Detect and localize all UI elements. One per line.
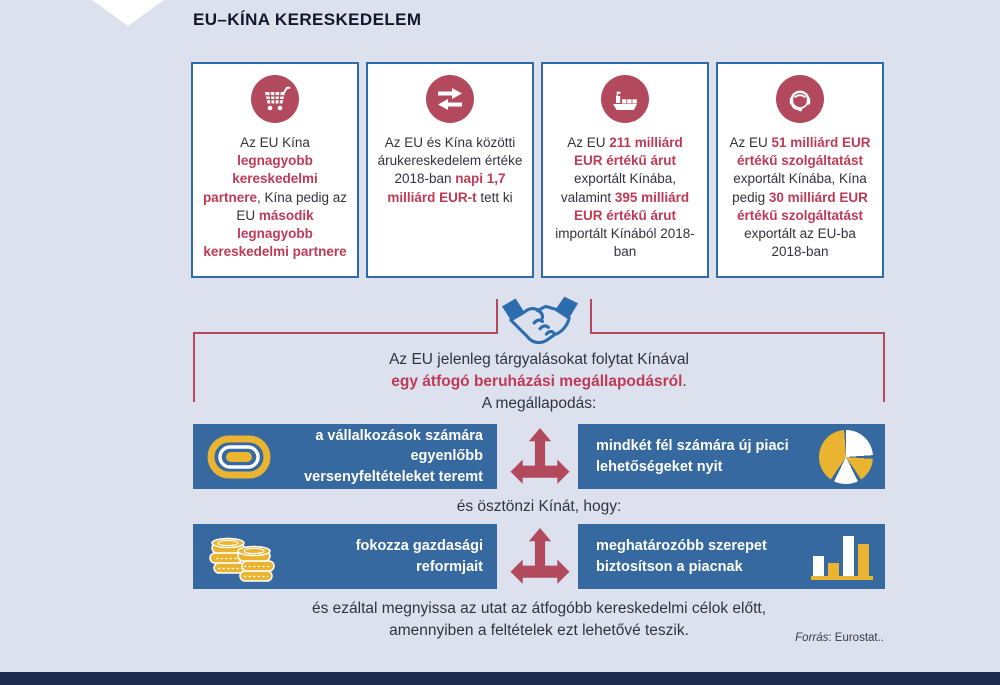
page-title: EU–KÍNA KERESKEDELEM [193, 10, 422, 29]
exchange-arrows-icon [426, 75, 474, 123]
benefit-text: fokozza gazdasági reformjait [355, 538, 483, 575]
agreement-line1: Az EU jelenleg tárgyalásokat folytat Kín… [389, 351, 689, 368]
pie-chart-icon [819, 429, 873, 484]
stat-box-services-trade: Az EU 51 milliárd EUR értékű szolgáltatá… [716, 62, 884, 278]
encourage-china-text: és ösztönzi Kínát, hogy: [456, 498, 622, 515]
connector-line [590, 299, 592, 333]
coins-icon [207, 529, 277, 585]
closing-statement: és ezáltal megnyissa az utat az átfogóbb… [143, 598, 935, 642]
agreement-line3: A megállapodás: [481, 395, 597, 412]
source-value: : Eurostat.. [828, 632, 884, 644]
stat-box-trade-volume: Az EU és Kína közötti árukereskedelem ér… [366, 62, 534, 278]
benefit-text: mindkét fél számára új piaci lehetőségek… [596, 438, 789, 475]
cargo-ship-icon [601, 75, 649, 123]
benefit-text: a vállalkozások számára egyenlőbb versen… [304, 428, 483, 485]
handshake-icon [501, 291, 579, 354]
shopping-cart-icon [251, 75, 299, 123]
stat-box-trade-partner: Az EU Kína legnagyobb kereskedelmi partn… [191, 62, 359, 278]
closing-line1: és ezáltal megnyissa az utat az átfogóbb… [311, 600, 767, 617]
benefit-box-economic-reforms: fokozza gazdasági reformjait [193, 524, 497, 589]
stat-box-text: Az EU 211 milliárd EUR értékű árut expor… [555, 135, 695, 260]
connector-line [590, 332, 885, 334]
source-note: Forrás: Eurostat.. [193, 632, 884, 644]
closing-line2: amennyiben a feltételek ezt lehetővé tes… [389, 622, 689, 639]
connector-line [883, 332, 885, 402]
source-label: Forrás [795, 632, 829, 644]
benefit-text: meghatározóbb szerepet biztosítson a pia… [596, 538, 767, 575]
headset-icon [776, 75, 824, 123]
agreement-statement: Az EU jelenleg tárgyalásokat folytat Kín… [193, 349, 885, 415]
connector-line [496, 299, 498, 333]
three-way-arrow-icon [509, 427, 571, 490]
footer-bar [0, 672, 1000, 685]
three-way-arrow-icon [509, 527, 571, 590]
stat-box-text: Az EU és Kína közötti árukereskedelem ér… [377, 135, 523, 205]
benefit-box-market-opportunities: mindkét fél számára új piaci lehetőségek… [578, 424, 885, 489]
benefit-box-market-role: meghatározóbb szerepet biztosítson a pia… [578, 524, 885, 589]
benefit-box-level-playing-field: a vállalkozások számára egyenlőbb versen… [193, 424, 497, 489]
bar-chart-icon [811, 534, 873, 580]
stat-box-text: Az EU 51 milliárd EUR értékű szolgáltatá… [729, 135, 871, 260]
top-chevron-decoration [92, 0, 164, 26]
stat-box-row: Az EU Kína legnagyobb kereskedelmi partn… [191, 62, 885, 278]
stat-box-text: Az EU Kína legnagyobb kereskedelmi partn… [202, 135, 348, 260]
connector-line [193, 332, 195, 402]
connector-line [193, 332, 498, 334]
stadium-track-icon [207, 434, 271, 480]
stat-box-goods-trade: Az EU 211 milliárd EUR értékű árut expor… [541, 62, 709, 278]
agreement-line2: egy átfogó beruházási megállapodásról. [391, 373, 687, 390]
